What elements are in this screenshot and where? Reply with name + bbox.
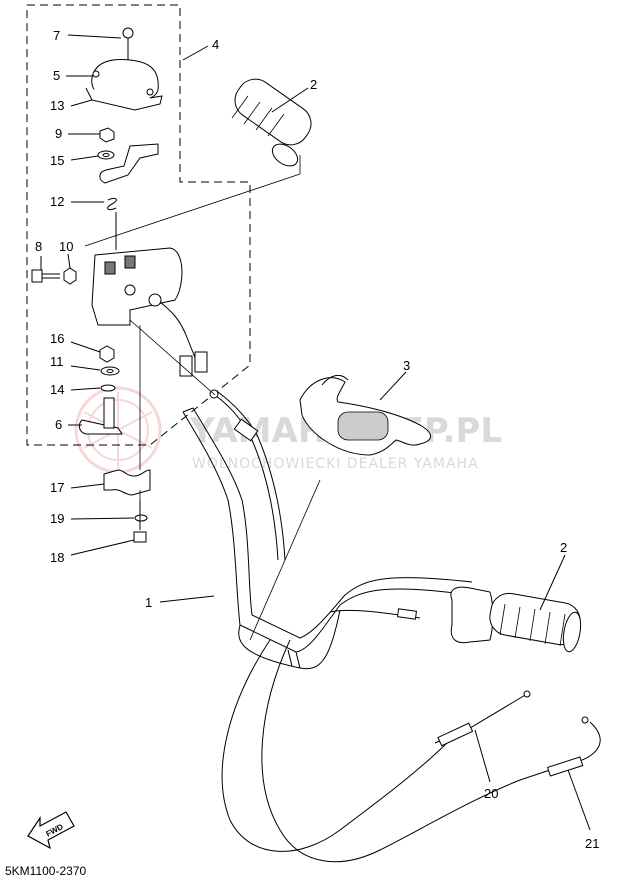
washer-11 bbox=[100, 366, 120, 376]
callouts: 7 4 5 13 9 15 12 8 10 16 11 14 6 17 19 1… bbox=[35, 28, 599, 851]
callout-18: 18 bbox=[50, 550, 64, 565]
callout-16: 16 bbox=[50, 331, 64, 346]
cable-adjuster bbox=[233, 418, 259, 442]
callout-2-top: 2 bbox=[310, 77, 317, 92]
cable-20 bbox=[434, 690, 531, 747]
screw-8 bbox=[31, 269, 60, 283]
guide-lines bbox=[84, 155, 321, 641]
callout-2-right: 2 bbox=[560, 540, 567, 555]
callout-11: 11 bbox=[50, 354, 64, 369]
right-grip-assembly bbox=[450, 586, 582, 653]
left-grip bbox=[231, 78, 312, 167]
callout-1: 1 bbox=[145, 595, 152, 610]
callout-3: 3 bbox=[403, 358, 410, 373]
washer-19 bbox=[134, 514, 148, 522]
spring-12 bbox=[107, 197, 117, 250]
nut-16 bbox=[99, 345, 115, 363]
callout-8: 8 bbox=[35, 239, 42, 254]
nut-10 bbox=[63, 267, 77, 285]
callout-14: 14 bbox=[50, 382, 64, 397]
callout-19: 19 bbox=[50, 511, 64, 526]
handlebar bbox=[182, 407, 473, 670]
nut-9 bbox=[99, 127, 115, 143]
screw-7 bbox=[122, 27, 134, 60]
callout-13: 13 bbox=[50, 98, 64, 113]
callout-21: 21 bbox=[585, 836, 599, 851]
switch-cover bbox=[85, 59, 163, 111]
callout-17: 17 bbox=[50, 480, 64, 495]
washer-14 bbox=[100, 384, 116, 392]
washer-15 bbox=[97, 150, 115, 160]
callout-9: 9 bbox=[55, 126, 62, 141]
diagram-code: 5KM1100-2370 bbox=[5, 864, 86, 878]
callout-5: 5 bbox=[53, 68, 60, 83]
bracket-15 bbox=[99, 143, 159, 184]
switch-housing bbox=[91, 247, 208, 377]
callout-6: 6 bbox=[55, 417, 62, 432]
fwd-arrow-icon: FWD bbox=[27, 811, 75, 850]
clamp-17 bbox=[103, 469, 151, 496]
cable-loop bbox=[221, 608, 521, 863]
handlebar-pad bbox=[299, 374, 431, 456]
callout-10: 10 bbox=[59, 239, 73, 254]
lever-6 bbox=[78, 397, 123, 435]
callout-7: 7 bbox=[53, 28, 60, 43]
callout-12: 12 bbox=[50, 194, 64, 209]
cable-21 bbox=[519, 716, 601, 781]
watermark-sub: WOLNOCHOWIECKI DEALER YAMAHA bbox=[192, 456, 479, 472]
callout-20: 20 bbox=[484, 786, 498, 801]
switch-assembly-dashed-box bbox=[26, 4, 251, 446]
callout-15: 15 bbox=[50, 153, 64, 168]
callout-4: 4 bbox=[212, 37, 219, 52]
